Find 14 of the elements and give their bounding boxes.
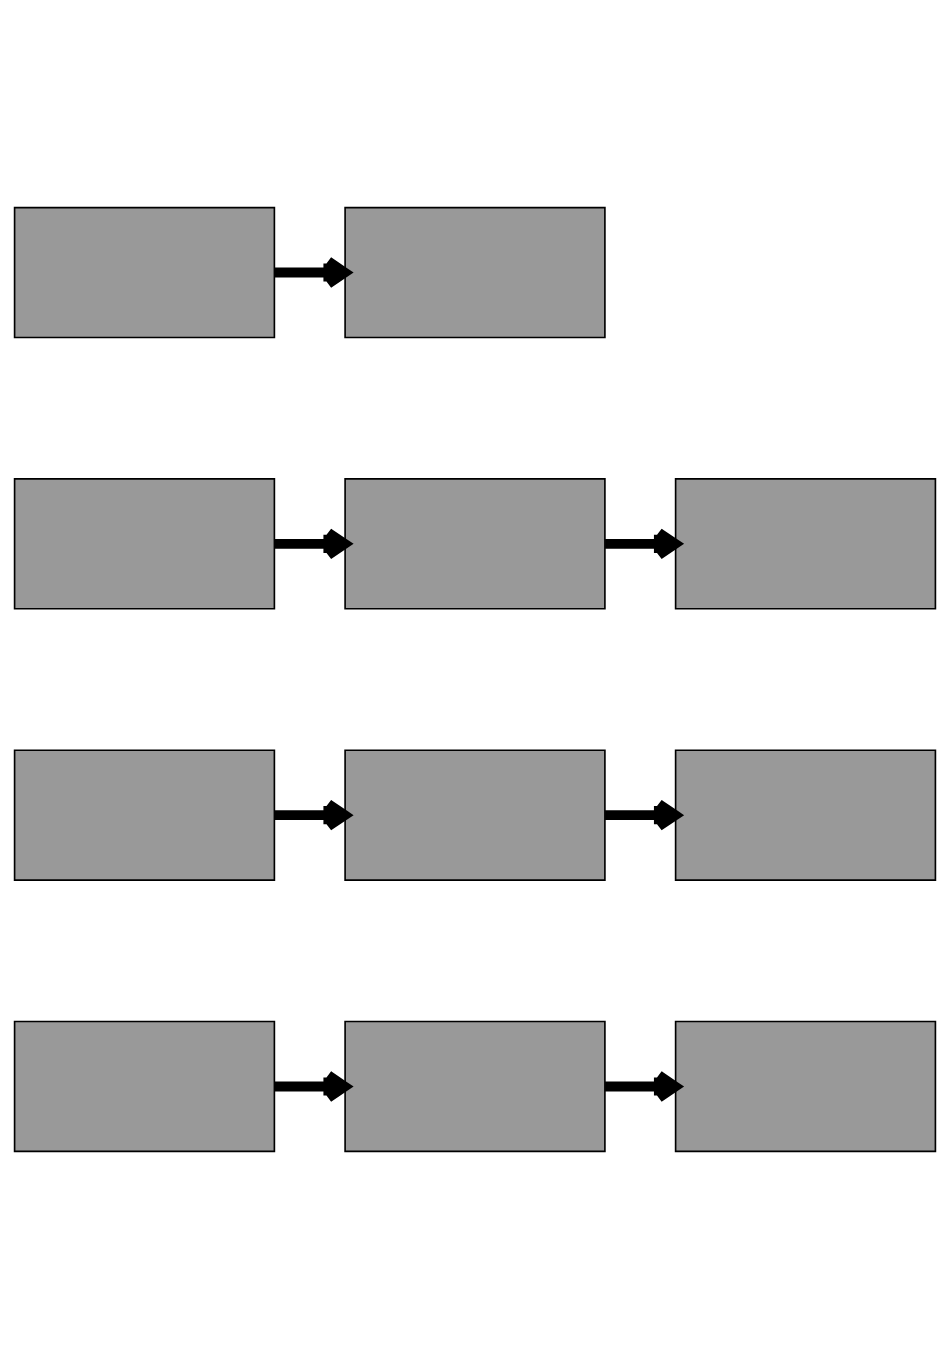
node-box [13,749,276,881]
node-box [344,478,606,610]
node-box [674,749,937,881]
node-box [13,1020,276,1153]
node-box [344,1020,606,1153]
arrow [605,799,681,832]
node-box [13,478,276,610]
node-box [344,749,606,881]
arrow [605,527,681,560]
arrow [605,1070,681,1103]
node-box [674,1020,937,1153]
node-box [674,478,937,610]
node-box [13,206,276,339]
node-box [344,206,606,339]
